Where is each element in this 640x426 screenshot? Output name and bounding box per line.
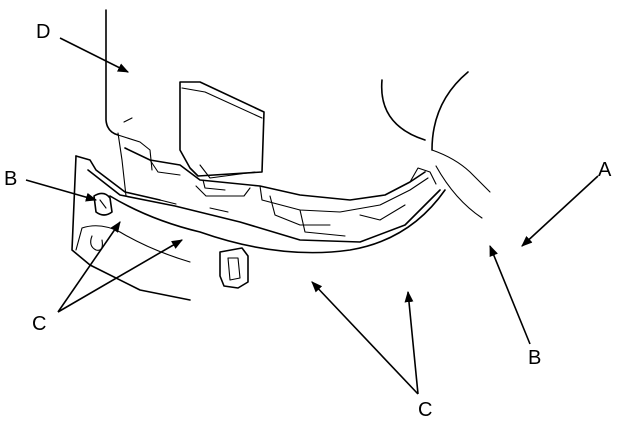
screw-hole-left — [90, 235, 103, 251]
fender-panel — [380, 71, 491, 219]
arrow-c-bottom-2 — [404, 290, 419, 395]
label-a: A — [598, 159, 612, 181]
callout-arrows — [25, 37, 599, 395]
arrow-a — [521, 175, 599, 247]
callout-labels: D B C A B C — [4, 21, 612, 421]
arrow-b-right — [489, 244, 531, 345]
arrow-c-left-2 — [57, 239, 183, 313]
label-b-left: B — [4, 168, 17, 190]
bumper-top-edge — [124, 147, 437, 237]
bumper-lower-edge — [75, 225, 191, 263]
fog-light-opening — [219, 247, 249, 289]
center-bracket — [179, 81, 265, 191]
arrow-c-bottom-1 — [311, 281, 419, 395]
label-c-bottom: C — [418, 399, 432, 421]
label-c-left: C — [32, 313, 46, 335]
bumper-cover — [71, 155, 446, 301]
arrow-d — [59, 37, 130, 73]
label-d: D — [36, 21, 50, 43]
body-panel — [105, 9, 153, 197]
arrow-c-left-1 — [57, 221, 121, 313]
clip-hole-left — [93, 192, 113, 216]
label-b-right: B — [528, 347, 541, 369]
arrow-b-left — [25, 179, 98, 202]
